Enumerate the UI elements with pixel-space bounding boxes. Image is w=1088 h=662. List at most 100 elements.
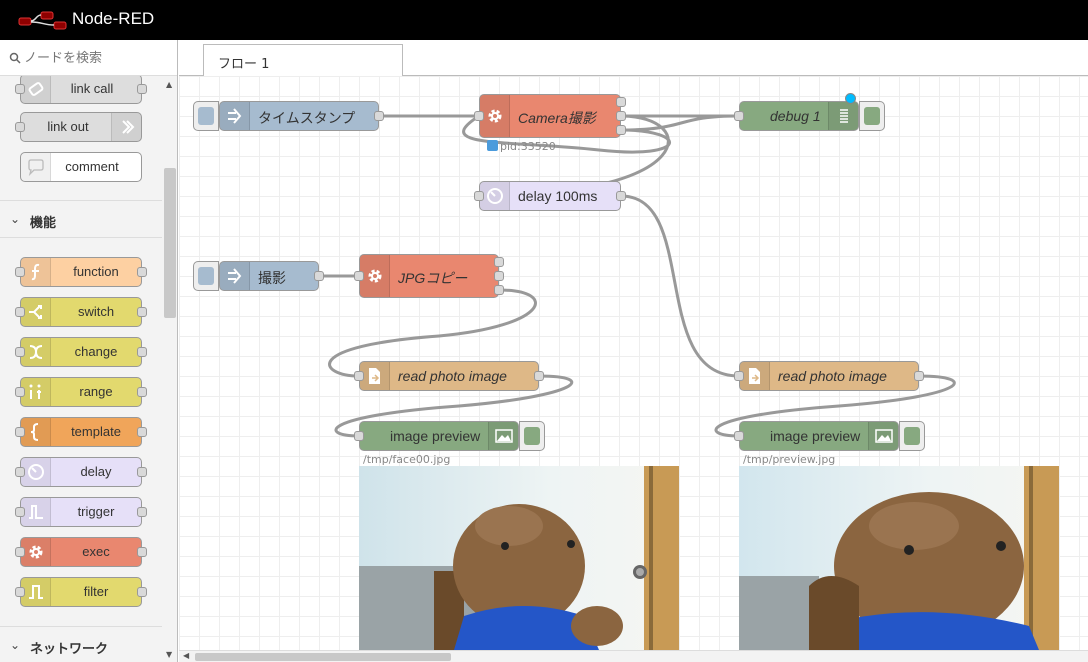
flow-node-read-file-2[interactable]: read photo image bbox=[739, 361, 919, 391]
input-port[interactable] bbox=[354, 371, 364, 381]
template-icon bbox=[21, 418, 51, 446]
palette-node-exec[interactable]: exec bbox=[15, 537, 147, 567]
scrollbar-thumb[interactable] bbox=[164, 168, 176, 318]
filter-icon bbox=[21, 578, 51, 606]
input-port[interactable] bbox=[15, 427, 25, 437]
search-input[interactable] bbox=[24, 47, 172, 69]
preview-toggle-button[interactable] bbox=[519, 421, 545, 451]
node-label: delay 100ms bbox=[518, 188, 598, 204]
inject-trigger-button[interactable] bbox=[193, 261, 219, 291]
input-port[interactable] bbox=[354, 431, 364, 441]
palette-node-label: change bbox=[74, 344, 118, 359]
category-header-function[interactable]: ⌄ 機能 bbox=[0, 200, 162, 238]
output-port[interactable] bbox=[314, 271, 324, 281]
output-port[interactable] bbox=[914, 371, 924, 381]
flow-node-image-preview-2[interactable]: image preview bbox=[739, 421, 899, 451]
palette-node-label: template bbox=[71, 424, 121, 439]
input-port[interactable] bbox=[354, 271, 364, 281]
input-port[interactable] bbox=[734, 111, 744, 121]
flow-node-delay[interactable]: delay 100ms bbox=[479, 181, 621, 211]
output-port[interactable] bbox=[494, 271, 504, 281]
input-port[interactable] bbox=[734, 371, 744, 381]
scroll-down-icon[interactable]: ▼ bbox=[166, 650, 173, 659]
output-port[interactable] bbox=[616, 97, 626, 107]
flow-node-debug[interactable]: debug 1 bbox=[739, 101, 859, 131]
output-port[interactable] bbox=[137, 347, 147, 357]
flow-node-read-file-1[interactable]: read photo image bbox=[359, 361, 539, 391]
output-port[interactable] bbox=[494, 285, 504, 295]
input-port[interactable] bbox=[15, 347, 25, 357]
input-port[interactable] bbox=[15, 267, 25, 277]
comment-icon bbox=[21, 153, 51, 181]
flow-node-image-preview-1[interactable]: image preview bbox=[359, 421, 519, 451]
output-port[interactable] bbox=[137, 427, 147, 437]
output-port[interactable] bbox=[137, 267, 147, 277]
output-port[interactable] bbox=[137, 507, 147, 517]
node-label: image preview bbox=[770, 428, 861, 444]
timer-icon bbox=[21, 458, 51, 486]
input-port[interactable] bbox=[15, 547, 25, 557]
scrollbar-thumb[interactable] bbox=[195, 653, 451, 661]
input-port[interactable] bbox=[474, 191, 484, 201]
palette-node-function[interactable]: function bbox=[15, 257, 147, 287]
status-text: pid:33520 bbox=[500, 140, 556, 153]
palette-node-filter[interactable]: filter bbox=[15, 577, 147, 607]
palette-node-label: switch bbox=[77, 304, 115, 319]
flow-node-camera-exec[interactable]: Camera撮影 bbox=[479, 94, 621, 138]
inject-arrow-icon bbox=[220, 262, 250, 290]
input-port[interactable] bbox=[15, 307, 25, 317]
input-port[interactable] bbox=[15, 122, 25, 132]
input-port[interactable] bbox=[15, 587, 25, 597]
preview-toggle-button[interactable] bbox=[899, 421, 925, 451]
output-port[interactable] bbox=[137, 84, 147, 94]
tab-flow-1[interactable]: フロー 1 bbox=[203, 44, 403, 77]
palette-node-label: filter bbox=[83, 584, 109, 599]
status-dot-icon bbox=[487, 140, 498, 151]
debug-list-icon bbox=[828, 102, 858, 130]
palette-node-change[interactable]: change bbox=[15, 337, 147, 367]
preview-photo-1 bbox=[359, 466, 679, 650]
output-port[interactable] bbox=[137, 547, 147, 557]
output-port[interactable] bbox=[534, 371, 544, 381]
node-label: read photo image bbox=[398, 368, 507, 384]
output-port[interactable] bbox=[616, 125, 626, 135]
image-icon bbox=[488, 422, 518, 450]
output-port[interactable] bbox=[374, 111, 384, 121]
flow-node-jpg-copy-exec[interactable]: JPGコピー bbox=[359, 254, 499, 298]
category-header-network[interactable]: ⌄ ネットワーク bbox=[0, 626, 162, 662]
debug-toggle-button[interactable] bbox=[859, 101, 885, 131]
flow-node-inject-timestamp[interactable]: タイムスタンプ bbox=[219, 101, 379, 131]
inject-arrow-icon bbox=[220, 102, 250, 130]
node-red-logo-icon bbox=[18, 11, 67, 30]
trigger-icon bbox=[21, 498, 51, 526]
input-port[interactable] bbox=[474, 111, 484, 121]
palette-node-range[interactable]: range bbox=[15, 377, 147, 407]
output-port[interactable] bbox=[616, 191, 626, 201]
palette-node-trigger[interactable]: trigger bbox=[15, 497, 147, 527]
flow-node-inject-capture[interactable]: 撮影 bbox=[219, 261, 319, 291]
scroll-left-icon[interactable]: ◀ bbox=[183, 651, 190, 660]
output-port[interactable] bbox=[137, 387, 147, 397]
output-port[interactable] bbox=[137, 307, 147, 317]
palette-node-delay[interactable]: delay bbox=[15, 457, 147, 487]
horizontal-scrollbar[interactable]: ◀ bbox=[179, 650, 1088, 662]
input-port[interactable] bbox=[15, 507, 25, 517]
output-port[interactable] bbox=[137, 587, 147, 597]
palette-scrollbar[interactable]: ▲ ▼ bbox=[162, 76, 177, 662]
inject-trigger-button[interactable] bbox=[193, 101, 219, 131]
palette-node-comment[interactable]: comment bbox=[20, 152, 142, 182]
output-port[interactable] bbox=[616, 111, 626, 121]
input-port[interactable] bbox=[15, 467, 25, 477]
gear-icon bbox=[21, 538, 51, 566]
palette-node-link-call[interactable]: link call bbox=[15, 76, 147, 104]
output-port[interactable] bbox=[137, 467, 147, 477]
input-port[interactable] bbox=[15, 84, 25, 94]
scroll-up-icon[interactable]: ▲ bbox=[166, 80, 173, 89]
palette-node-link-out[interactable]: link out bbox=[15, 112, 142, 142]
flow-canvas[interactable]: タイムスタンプ Camera撮影 pid:33520 debug 1 delay… bbox=[179, 76, 1088, 650]
palette-node-template[interactable]: template bbox=[15, 417, 147, 447]
output-port[interactable] bbox=[494, 257, 504, 267]
input-port[interactable] bbox=[15, 387, 25, 397]
input-port[interactable] bbox=[734, 431, 744, 441]
palette-node-switch[interactable]: switch bbox=[15, 297, 147, 327]
